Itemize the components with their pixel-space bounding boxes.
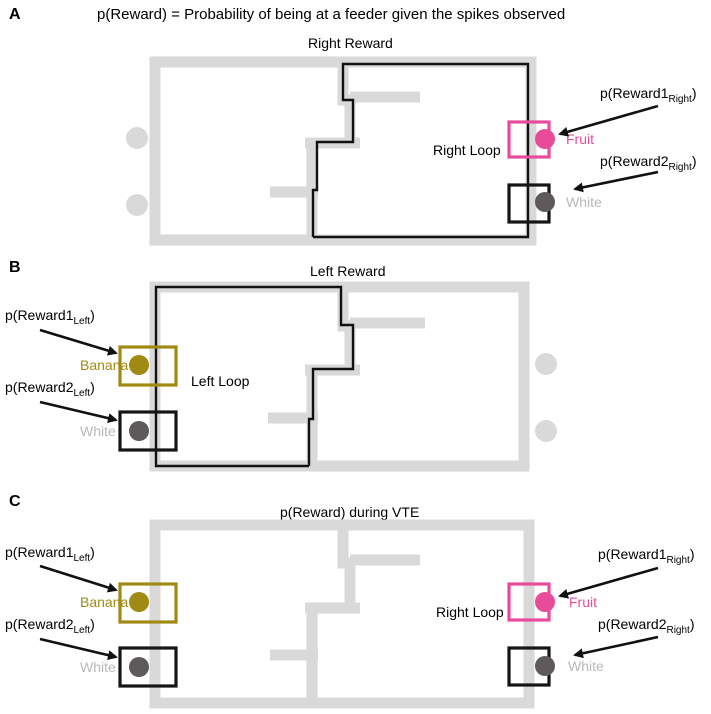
feeder-label-white-left: White xyxy=(80,659,116,675)
panel-a: A Right Reward Right Loop Fruit White p(… xyxy=(9,6,697,246)
arrow xyxy=(39,637,118,661)
loop-label: Left Loop xyxy=(191,373,250,389)
feeder-fruit xyxy=(535,592,555,612)
panel-a-letter: A xyxy=(9,6,21,23)
figure-title: p(Reward) = Probability of being at a fe… xyxy=(97,6,565,23)
unused-feeder-left xyxy=(126,194,148,216)
feeder-label-fruit: Fruit xyxy=(569,594,597,610)
feeder-fruit xyxy=(535,129,555,149)
trajectory-path xyxy=(154,285,355,468)
maze-divider xyxy=(306,525,356,703)
arrow xyxy=(39,400,118,424)
feeder-white xyxy=(535,192,555,212)
panel-b-title: Left Reward xyxy=(310,263,385,279)
prob-label-reward1-right: p(Reward1Right) xyxy=(598,546,695,566)
prob-label-reward1: p(Reward1Left) xyxy=(5,307,95,327)
unused-feeder-right xyxy=(535,420,557,442)
prob-label-reward1-left: p(Reward1Left) xyxy=(5,544,95,564)
feeder-white-left xyxy=(129,657,149,677)
feeder-label-fruit: Fruit xyxy=(566,131,594,147)
panel-b-letter: B xyxy=(9,259,21,276)
panel-c-maze xyxy=(149,519,535,709)
panel-a-title: Right Reward xyxy=(308,35,393,51)
arrow xyxy=(558,104,659,137)
feeder-label-banana: Banana xyxy=(80,594,128,610)
feeder-banana xyxy=(129,592,149,612)
arrow xyxy=(558,566,659,599)
feeder-box-white xyxy=(118,410,178,452)
arrow xyxy=(39,328,118,356)
arrow xyxy=(39,564,118,593)
feeder-label-white: White xyxy=(566,194,602,210)
unused-feeder-left xyxy=(126,127,148,149)
prob-label-reward2-right: p(Reward2Right) xyxy=(598,616,695,636)
feeder-label-banana: Banana xyxy=(80,357,128,373)
prob-label-reward2: p(Reward2Right) xyxy=(600,153,697,173)
maze-divider xyxy=(306,287,356,466)
feeder-box-white-left xyxy=(118,646,178,688)
panel-b: B Left Reward Left Loop Banana White p(R… xyxy=(5,259,557,472)
feeder-white xyxy=(129,421,149,441)
feeder-label-white: White xyxy=(80,423,116,439)
arrow xyxy=(573,635,659,659)
prob-label-reward1: p(Reward1Right) xyxy=(600,85,697,105)
unused-feeder-right xyxy=(535,353,557,375)
panel-c-letter: C xyxy=(9,493,21,510)
feeder-box-banana xyxy=(118,582,178,624)
feeder-box-banana xyxy=(118,345,178,387)
feeder-banana xyxy=(129,355,149,375)
prob-label-reward2: p(Reward2Left) xyxy=(5,379,95,399)
feeder-label-white-right: White xyxy=(568,658,604,674)
loop-label: Right Loop xyxy=(433,142,501,158)
loop-label: Right Loop xyxy=(436,604,504,620)
feeder-white-right xyxy=(535,656,555,676)
panel-c-title: p(Reward) during VTE xyxy=(280,504,419,520)
panel-c: C p(Reward) during VTE Right Loop Banana… xyxy=(5,493,695,709)
arrow xyxy=(573,170,659,193)
prob-label-reward2-left: p(Reward2Left) xyxy=(5,616,95,636)
